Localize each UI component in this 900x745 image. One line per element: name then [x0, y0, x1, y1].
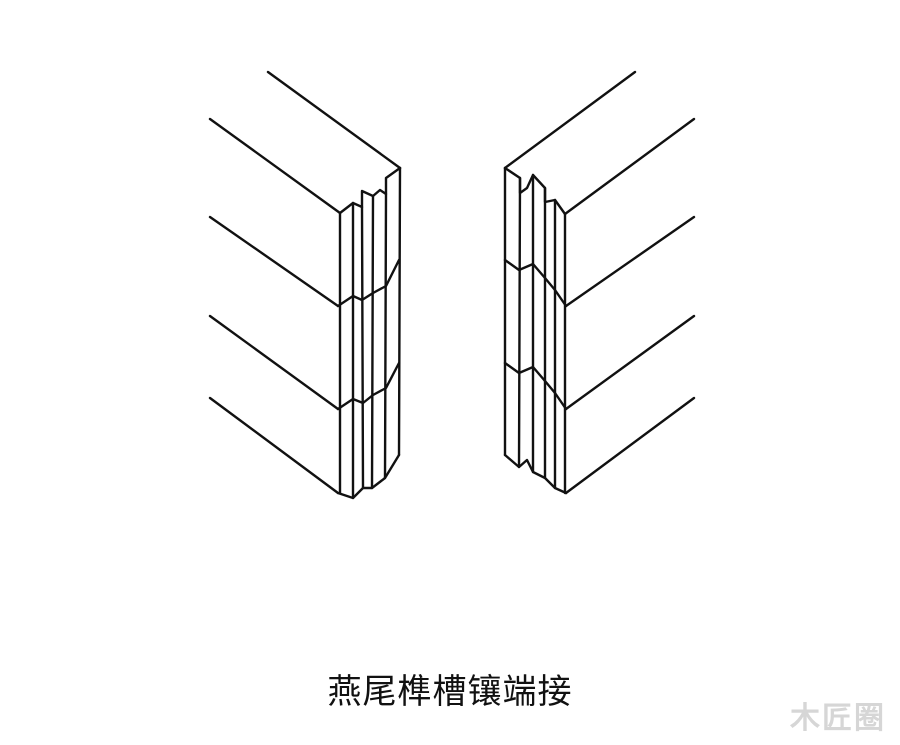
right-top-front-edge [563, 117, 696, 216]
left-tongue-4 [383, 192, 388, 480]
right-board-seam-3 [564, 396, 696, 495]
left-top-front-edge [208, 117, 342, 215]
diagram-caption: 燕尾榫槽镶端接 [327, 672, 573, 712]
right-bottom-end [503, 453, 568, 495]
right-board-seam-2 [564, 314, 696, 411]
right-board-assembly [503, 70, 696, 495]
left-tongue-2 [360, 205, 365, 490]
left-board-assembly [208, 70, 402, 500]
watermark-logo: 木匠圈 [790, 701, 886, 736]
left-end-cut-2 [336, 361, 401, 411]
left-end-cut-1 [336, 258, 401, 308]
left-board-seam-2 [208, 314, 340, 411]
left-top-back-edge [266, 70, 402, 170]
left-top-end-edge [338, 166, 402, 215]
right-end-cut-1 [503, 258, 568, 308]
right-groove-2 [517, 176, 522, 469]
right-top-back-edge [503, 70, 637, 170]
left-board-seam-3 [208, 396, 340, 495]
left-bottom-end [336, 453, 401, 500]
right-end-cut-2 [503, 361, 568, 411]
right-board-seam-1 [564, 215, 696, 308]
left-tongue-3 [370, 194, 375, 490]
left-tongue-5 [397, 166, 402, 457]
left-board-seam-1 [208, 215, 340, 308]
